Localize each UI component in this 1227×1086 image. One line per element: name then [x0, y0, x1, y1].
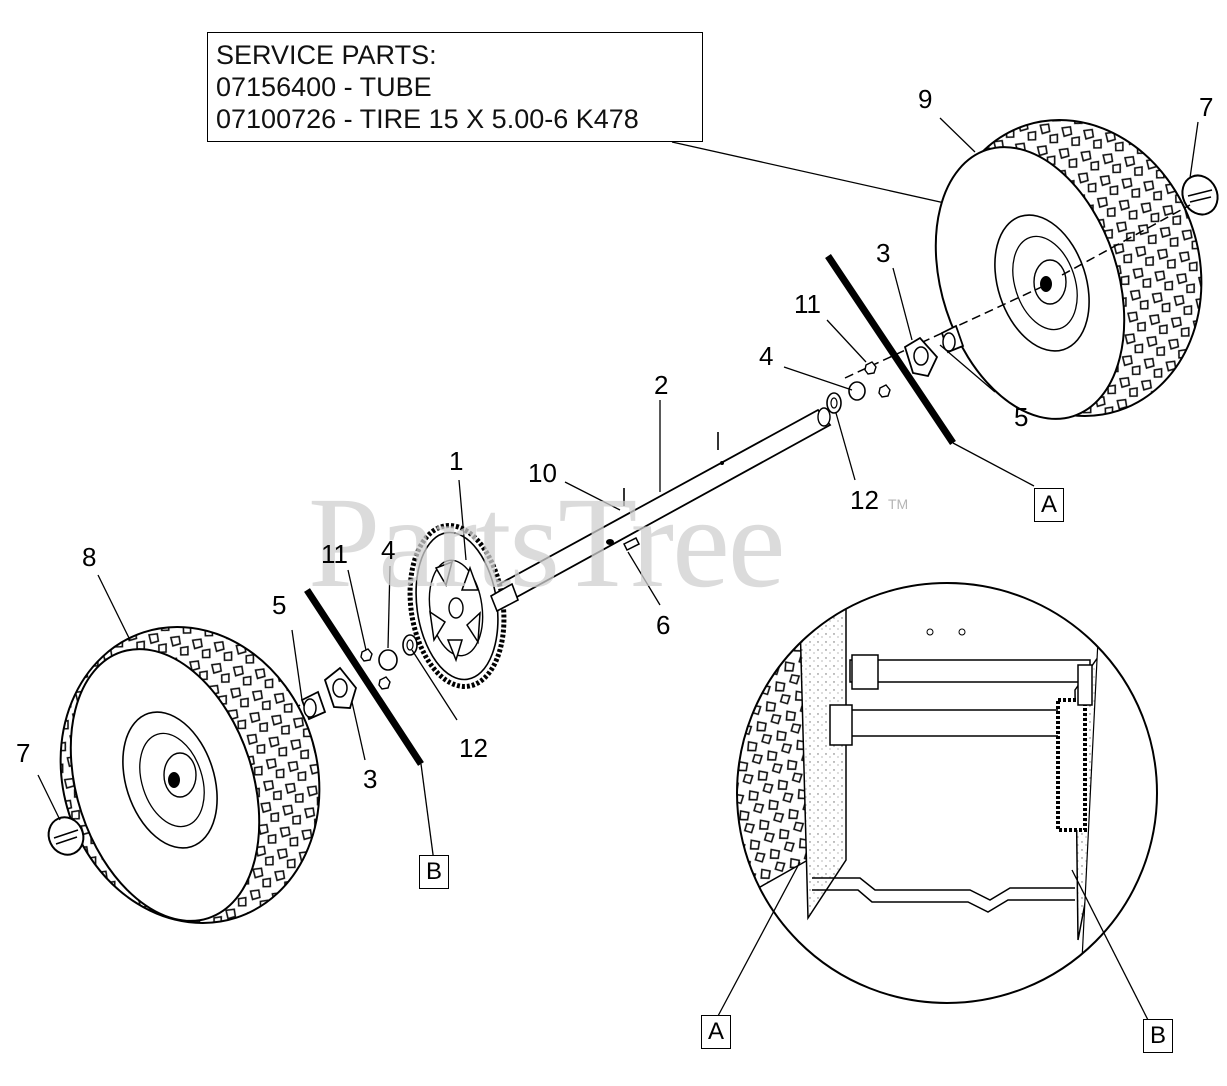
ref-a-main: A: [1034, 488, 1064, 522]
callout-11-right[interactable]: 11: [794, 289, 821, 319]
left-hub-cap: [47, 816, 85, 856]
right-bearing-flange: [903, 336, 939, 378]
trademark-mark: TM: [888, 496, 909, 512]
callout-4-right[interactable]: 4: [759, 341, 774, 371]
callout-6[interactable]: 6: [656, 610, 671, 640]
callout-1[interactable]: 1: [449, 446, 464, 476]
callout-3-right[interactable]: 3: [876, 238, 891, 268]
leader-lines: [37, 117, 1199, 821]
right-spacer: [940, 324, 965, 354]
service-parts-heading: SERVICE PARTS:: [216, 40, 437, 70]
axle-key: [622, 536, 641, 552]
partstree-watermark: PartsTree: [308, 471, 786, 615]
callout-11-left[interactable]: 11: [321, 539, 348, 569]
left-tire: [59, 626, 321, 924]
ref-b-main: B: [419, 855, 449, 889]
callout-7-right[interactable]: 7: [1199, 92, 1214, 122]
callout-12-right[interactable]: 12: [850, 485, 879, 515]
ref-a-detail: A: [701, 1015, 731, 1049]
left-spacer: [300, 690, 327, 721]
callout-5-right[interactable]: 5: [1014, 402, 1029, 432]
ref-b-detail: B: [1143, 1019, 1173, 1053]
callout-8[interactable]: 8: [82, 542, 97, 572]
right-tire: [934, 119, 1203, 420]
left-bearing-flange: [323, 666, 357, 709]
callout-2[interactable]: 2: [654, 370, 669, 400]
service-leader: [671, 141, 986, 213]
drive-gear: [407, 523, 507, 689]
callout-7-left[interactable]: 7: [16, 738, 31, 768]
callout-3-left[interactable]: 3: [363, 764, 378, 794]
frame-line-b: [304, 588, 424, 766]
service-parts-box: SERVICE PARTS: 07156400 - TUBE 07100726 …: [207, 32, 703, 142]
callout-12-left[interactable]: 12: [459, 733, 488, 763]
callout-4-left[interactable]: 4: [381, 535, 396, 565]
frame-line-a: [825, 254, 956, 445]
detail-view: [717, 582, 1158, 1021]
callout-5-left[interactable]: 5: [272, 590, 287, 620]
service-part-tube: 07156400 - TUBE: [216, 72, 432, 102]
callout-9[interactable]: 9: [918, 84, 933, 114]
service-part-tire: 07100726 - TIRE 15 X 5.00-6 K478: [216, 104, 639, 134]
right-hub-cap: [1181, 174, 1219, 216]
callout-10[interactable]: 10: [528, 458, 557, 488]
